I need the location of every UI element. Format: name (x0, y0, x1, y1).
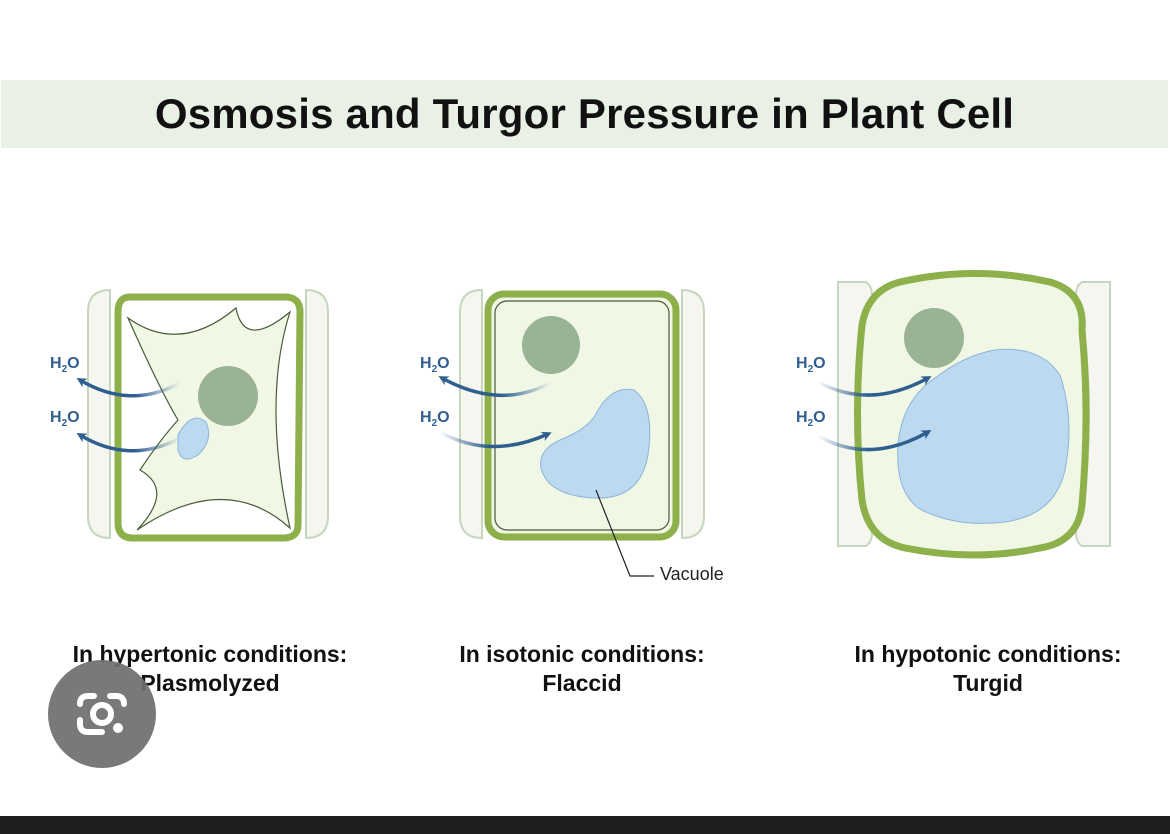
water-arrow-in (439, 430, 552, 449)
lens-camera-icon (77, 693, 127, 735)
neighbor-wall-left (87, 288, 111, 540)
h2o-label: H2O (796, 355, 826, 375)
h2o-label: H2O (796, 409, 826, 429)
cell-turgid: H2O H2O (796, 270, 1111, 559)
vacuole-leader-line (595, 489, 654, 577)
nucleus (198, 366, 258, 426)
caption-hypotonic: In hypotonic conditions: Turgid (808, 640, 1168, 698)
h2o-label: H2O (50, 355, 80, 375)
water-arrow-out-upper (76, 377, 181, 398)
neighbor-wall-left (459, 288, 483, 540)
h2o-label: H2O (50, 409, 80, 429)
caption-condition: In isotonic conditions: (459, 641, 705, 667)
neighbor-wall-right (681, 288, 705, 540)
cell-plasmolyzed: H2O H2O (50, 288, 329, 542)
cell-membrane (494, 300, 670, 531)
vacuole-label: Vacuole (660, 564, 724, 584)
cell-flaccid: H2O H2O Vacuole (420, 288, 724, 584)
neighbor-wall-right (305, 288, 329, 540)
water-arrow-out (438, 376, 551, 398)
water-arrow-in-upper (817, 376, 932, 397)
caption-condition: In hypotonic conditions: (854, 641, 1122, 667)
water-arrow-out-lower (76, 432, 181, 453)
vacuole-small (177, 417, 210, 460)
h2o-label: H2O (420, 355, 450, 375)
caption-state: Flaccid (542, 670, 622, 696)
page-title: Osmosis and Turgor Pressure in Plant Cel… (154, 90, 1015, 137)
vacuole (540, 388, 651, 499)
bottom-bar (0, 816, 1170, 834)
caption-state: Plasmolyzed (140, 670, 280, 696)
caption-state: Turgid (953, 670, 1023, 696)
title-bar: Osmosis and Turgor Pressure in Plant Cel… (1, 80, 1168, 148)
h2o-label: H2O (420, 409, 450, 429)
nucleus (522, 316, 580, 374)
caption-isotonic: In isotonic conditions: Flaccid (402, 640, 762, 698)
nucleus (904, 308, 964, 368)
water-arrow-in-lower (817, 430, 932, 452)
lens-search-button[interactable] (48, 660, 156, 768)
